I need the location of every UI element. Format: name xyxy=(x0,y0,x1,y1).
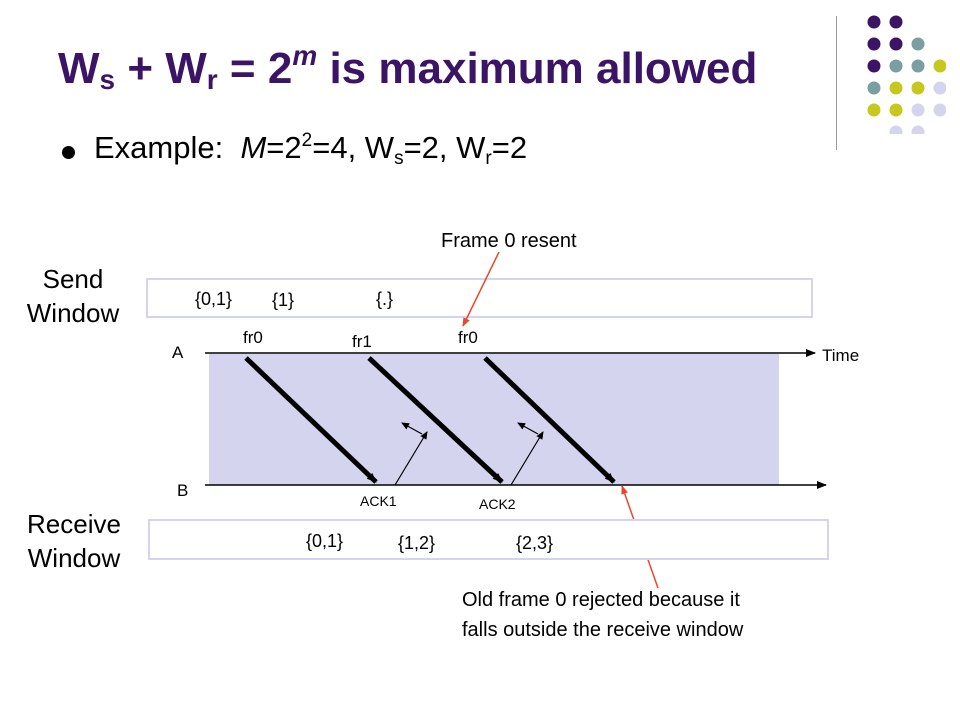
ack-label-2: ACK2 xyxy=(479,496,516,512)
slide-title: Ws + Wr = 2m is maximum allowed xyxy=(58,40,758,95)
ack-label-1: ACK1 xyxy=(360,493,397,509)
station-b-label: B xyxy=(177,481,189,500)
bullet-dot-icon xyxy=(62,146,75,159)
station-a-label: A xyxy=(172,343,184,362)
receive-window-box xyxy=(148,519,829,560)
frame-arrow-2 xyxy=(367,356,504,484)
frame-arrow-1 xyxy=(244,356,378,484)
example-line: Example: M=22=4, Ws=2, Wr=2 xyxy=(94,130,528,169)
ack-arrow-1-tail xyxy=(401,422,423,435)
ack-arrow-2 xyxy=(510,431,544,486)
send-window-box xyxy=(146,278,813,318)
send-window-label: Send Window xyxy=(26,264,120,328)
decorative-dot-grid xyxy=(867,15,946,134)
resent-pointer xyxy=(462,251,500,327)
dot-row-1 xyxy=(867,15,903,29)
send-set-2: {1} xyxy=(272,290,295,310)
ack-arrow-2-tail xyxy=(517,422,539,435)
frame-label-1: fr0 xyxy=(243,328,263,347)
dot-row-5 xyxy=(867,103,946,117)
send-set-1: {0,1} xyxy=(195,289,233,309)
frame-label-2: fr1 xyxy=(352,332,372,351)
receive-set-3: {2,3} xyxy=(516,533,554,553)
rejected-note: Old frame 0 rejected because it falls ou… xyxy=(462,589,744,641)
time-label: Time xyxy=(822,346,860,365)
receive-window-label: Receive Window xyxy=(27,509,121,573)
frame-arrow-3 xyxy=(483,356,616,484)
dot-row-2 xyxy=(867,37,925,51)
dot-row-6 xyxy=(889,125,925,134)
dot-row-3 xyxy=(867,59,946,73)
receive-set-1: {0,1} xyxy=(306,531,344,551)
send-set-3: {.} xyxy=(376,289,394,309)
frame-resent-note: Frame 0 resent xyxy=(441,230,577,252)
receive-set-2: {1,2} xyxy=(398,533,436,553)
ack-arrow-1 xyxy=(394,431,428,486)
decorative-divider xyxy=(836,16,837,150)
dot-row-4 xyxy=(867,81,946,95)
shaded-region xyxy=(209,354,779,485)
frame-label-3: fr0 xyxy=(458,328,478,347)
